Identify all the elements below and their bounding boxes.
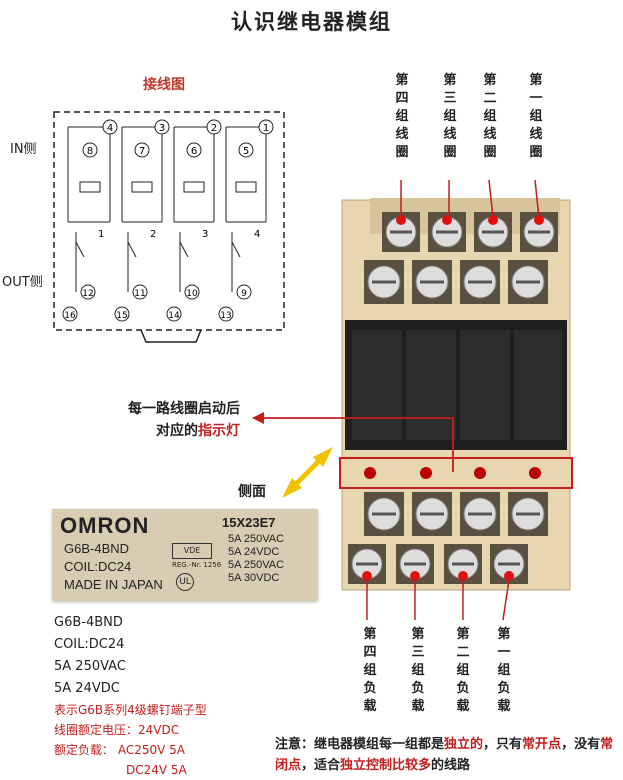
- note-text: 注意：继电器模组每一组都是: [275, 737, 445, 752]
- indicator-led: [529, 467, 541, 479]
- nameplate-origin: MADE IN JAPAN: [64, 577, 163, 592]
- out-side-label: OUT侧: [2, 275, 43, 290]
- nameplate-date-code: 15X23E7: [222, 515, 276, 530]
- coil-label-3: 第三组线圈: [443, 73, 457, 160]
- coil-terminal: 3: [159, 123, 165, 134]
- load-label-3: 第三组负载: [411, 627, 425, 714]
- led-terminal: 5: [243, 146, 249, 157]
- wiring-diagram: 4 8 1 12 16 3 7 2 11 15 2 6: [53, 111, 285, 343]
- coil-label-2: 第二组线圈: [483, 73, 497, 160]
- note-highlight: 常闭点: [275, 737, 614, 773]
- spec-explain-voltage: 线圈额定电压：24VDC: [54, 720, 207, 740]
- top-terminal-row-2: [364, 260, 548, 304]
- load-label: 额定负载：: [54, 743, 115, 757]
- reg-number: REG.-Nr. 1256: [172, 561, 222, 569]
- indicator-led: [420, 467, 432, 479]
- note-highlight: 点: [548, 737, 562, 752]
- bottom-terminal-row-1: [364, 492, 548, 536]
- spec-explain-series: 表示G6B系列4级螺钉端子型: [54, 703, 207, 717]
- output-terminal-lower: 16: [64, 311, 76, 321]
- indicator-note-highlight: 指示灯: [198, 423, 240, 439]
- output-terminal-upper: 9: [241, 289, 247, 299]
- load-label-2: 第二组负载: [456, 627, 470, 714]
- note-highlight: 独立的: [444, 737, 484, 752]
- spec-explain-load-dc: DC24V 5A: [126, 763, 187, 777]
- spec-ac-rating: 5A 250VAC: [54, 659, 126, 674]
- note-text: 的线路: [431, 758, 471, 773]
- led-terminal: 6: [191, 146, 197, 157]
- load-label-1: 第一组负载: [497, 627, 511, 714]
- load-markers: [362, 571, 514, 581]
- coil-label-4: 第四组线圈: [395, 73, 409, 160]
- coil-terminal: 4: [107, 123, 113, 134]
- wiring-channel-2: 2 6 3 10 14: [166, 119, 222, 322]
- rating-line: 5A 24VDC: [228, 546, 280, 558]
- rating-line: 5A 250VAC: [228, 533, 285, 545]
- coil-label-1: 第一组线圈: [529, 73, 543, 160]
- nameplate-brand: OMRON: [60, 513, 150, 538]
- output-terminal-lower: 14: [168, 311, 180, 321]
- channel-number: 1: [98, 229, 104, 240]
- output-terminal-upper: 11: [134, 289, 145, 299]
- note-highlight: 独立控制比较多: [340, 758, 432, 773]
- page-title: 认识继电器模组: [231, 10, 392, 34]
- led-terminal: 7: [139, 146, 145, 157]
- bottom-terminal-row-2: [348, 544, 528, 584]
- nameplate-ratings: 5A 250VAC 5A 24VDC 5A 250VAC 5A 30VDC: [228, 533, 284, 585]
- spec-explain-load: 额定负载： AC250V 5A: [54, 740, 207, 760]
- side-view-label: 侧面: [238, 484, 266, 500]
- wiring-diagram-title: 接线图: [143, 77, 185, 93]
- vde-mark: VDE: [172, 543, 212, 559]
- independence-note: 注意：继电器模组每一组都是独立的，只有常开点，没有常闭点，适合独立控制比较多的线…: [275, 734, 623, 776]
- note-highlight: 常开: [522, 737, 549, 752]
- spec-explanation: 表示G6B系列4级螺钉端子型 线圈额定电压：24VDC 额定负载： AC250V…: [54, 700, 207, 780]
- top-terminal-row-1: [382, 212, 558, 252]
- coil-terminal: 2: [211, 123, 217, 134]
- spec-coil: COIL:DC24: [54, 637, 125, 652]
- output-terminal-upper: 12: [82, 289, 93, 299]
- channel-number: 2: [150, 229, 156, 240]
- indicator-led: [474, 467, 486, 479]
- nameplate-coil: COIL:DC24: [64, 559, 132, 574]
- indicator-note-prefix: 对应的: [156, 423, 198, 439]
- relay-module-illustration: [339, 198, 573, 591]
- in-side-label: IN侧: [10, 142, 37, 157]
- rating-line: 5A 30VDC: [228, 572, 280, 584]
- rating-line: 5A 250VAC: [228, 559, 285, 571]
- indicator-note-line2: 对应的指示灯: [80, 420, 240, 440]
- indicator-note-line1: 每一路线圈启动后: [128, 401, 240, 417]
- voltage-label: 线圈额定电压：: [54, 723, 139, 737]
- led-terminal: 8: [87, 146, 93, 157]
- output-terminal-lower: 15: [116, 311, 127, 321]
- wiring-channel-1: 1 5 4 9 13: [218, 119, 274, 322]
- spec-dc-rating: 5A 24VDC: [54, 681, 120, 696]
- wiring-channel-4: 4 8 1 12 16: [62, 119, 118, 322]
- channel-number: 3: [202, 229, 208, 240]
- load-label-4: 第四组负载: [363, 627, 377, 714]
- spec-block: G6B-4BND COIL:DC24 5A 250VAC 5A 24VDC: [54, 612, 126, 700]
- note-text: ，适合: [301, 758, 341, 773]
- output-terminal-lower: 13: [220, 311, 231, 321]
- indicator-led: [364, 467, 376, 479]
- note-text: ，只有: [483, 737, 523, 752]
- coil-terminal: 1: [263, 123, 269, 134]
- ul-mark-icon: UL: [176, 573, 194, 591]
- indicator-strip: [339, 457, 573, 489]
- coil-markers: [396, 215, 544, 225]
- voltage-value: 24VDC: [138, 723, 180, 737]
- output-terminal-upper: 10: [186, 289, 198, 299]
- wiring-channel-3: 3 7 2 11 15: [114, 119, 170, 322]
- note-text: ，没有: [561, 737, 601, 752]
- spec-model: G6B-4BND: [54, 615, 123, 630]
- nameplate: OMRON G6B-4BND COIL:DC24 MADE IN JAPAN 1…: [52, 509, 318, 601]
- nameplate-model: G6B-4BND: [64, 541, 130, 556]
- channel-number: 4: [254, 229, 260, 240]
- load-ac-value: AC250V 5A: [117, 743, 185, 757]
